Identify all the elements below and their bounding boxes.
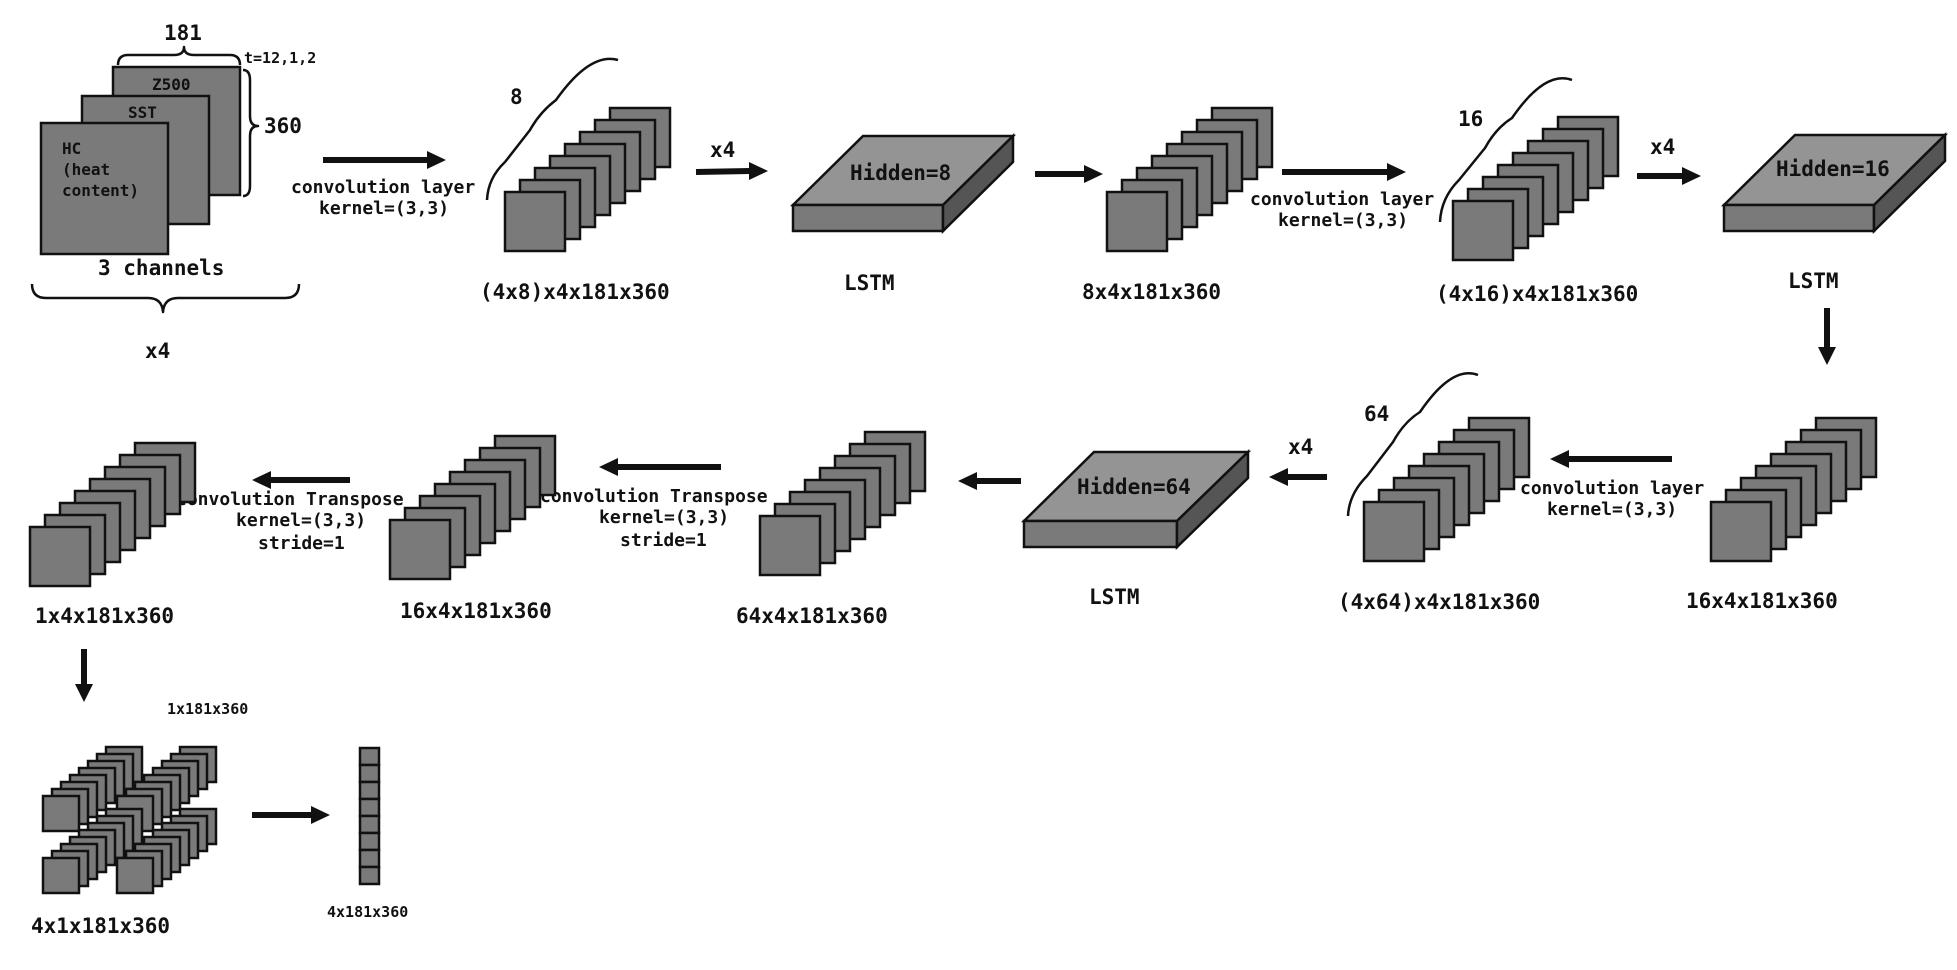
conv3-label-line2: kernel=(3,3) xyxy=(1547,499,1677,520)
time-steps-label: t=12,1,2 xyxy=(244,49,316,67)
feature-map-plate xyxy=(503,190,567,253)
feature-map-plate xyxy=(1105,190,1169,253)
stack4-dims-label: 16x4x181x360 xyxy=(1686,589,1838,613)
feature-map-stack-5 xyxy=(1362,416,1531,563)
feature-map-plate xyxy=(388,518,452,581)
arrow-lstm3-to-stack6 xyxy=(958,472,1021,490)
channel-z500-label: Z500 xyxy=(152,75,191,94)
feature-map-stack-4 xyxy=(1709,416,1878,563)
stack5-dims-label: (4x64)x4x181x360 xyxy=(1338,590,1540,614)
feature-map-stack-2 xyxy=(1105,106,1274,253)
arrow-lstm2-down xyxy=(1818,308,1836,365)
lstm1-hidden-label: Hidden=8 xyxy=(850,161,951,185)
height-brace xyxy=(242,68,260,198)
repeat2-label: x4 xyxy=(1650,135,1675,159)
channel-hc-plate xyxy=(39,121,170,256)
stack8-dims-label: 1x4x181x360 xyxy=(35,604,174,628)
input-width-label: 181 xyxy=(164,21,202,45)
feature-map-plate xyxy=(758,514,822,577)
convT2-label-line3: stride=1 xyxy=(258,533,345,554)
feature-map-plate xyxy=(1362,500,1426,563)
sub-stack-grid-top-left xyxy=(41,745,144,833)
stack7-dims-label: 16x4x181x360 xyxy=(400,599,552,623)
column-dims-label: 4x181x360 xyxy=(327,903,408,921)
convT2-label-line1: convolution Transpose xyxy=(176,489,404,510)
lstm3-label: LSTM xyxy=(1089,585,1140,609)
repeat1-label: x4 xyxy=(710,138,735,162)
lstm-block-2 xyxy=(1720,132,1949,234)
feature-map-stack-3 xyxy=(1451,115,1620,262)
channels-brace xyxy=(30,283,301,314)
lstm-block-1 xyxy=(789,133,1017,234)
feature-map-stack-7 xyxy=(388,434,557,581)
width-brace xyxy=(116,45,242,66)
stack3-count-label: 16 xyxy=(1458,107,1483,131)
sub-stack-grid-bottom-left xyxy=(41,807,144,895)
arrow-input-to-conv1 xyxy=(323,151,446,169)
conv1-label-line2: kernel=(3,3) xyxy=(319,198,449,219)
stack3-brace xyxy=(1438,77,1573,223)
output-column xyxy=(358,746,381,886)
conv3-label-line1: convolution layer xyxy=(1520,478,1704,499)
arrow-stack8-down xyxy=(75,649,93,702)
arrow-grid-to-column xyxy=(252,806,330,824)
feature-map-stack-1 xyxy=(503,106,672,253)
convT1-label-line1: convolution Transpose xyxy=(540,486,768,507)
feature-map-plate xyxy=(28,525,92,588)
feature-map-stack-6 xyxy=(758,430,927,577)
stack1-count-label: 8 xyxy=(510,85,523,109)
conv2-label-line1: convolution layer xyxy=(1250,189,1434,210)
conv2-label-line2: kernel=(3,3) xyxy=(1278,210,1408,231)
stack5-brace xyxy=(1346,372,1479,517)
grid-top-label: 1x181x360 xyxy=(167,700,248,718)
conv1-label-line1: convolution layer xyxy=(291,177,475,198)
stack5-count-label: 64 xyxy=(1364,402,1389,426)
feature-map-plate xyxy=(1451,199,1515,262)
arrow-stack4-to-conv3 xyxy=(1550,450,1672,468)
arrow-stack6-to-convT1 xyxy=(599,458,721,476)
input-repeat-label: x4 xyxy=(145,339,170,363)
arrow-stack2-to-conv2 xyxy=(1282,163,1406,181)
grid-dims-label: 4x1x181x360 xyxy=(31,914,170,938)
sub-stack-grid-bottom-right xyxy=(115,807,218,895)
arrow-stack5-to-lstm3 xyxy=(1269,468,1327,486)
stack2-dims-label: 8x4x181x360 xyxy=(1082,280,1221,304)
feature-map-plate xyxy=(41,794,81,833)
stack6-dims-label: 64x4x181x360 xyxy=(736,604,888,628)
channel-sst-label: SST xyxy=(128,103,157,122)
stack1-dims-label: (4x8)x4x181x360 xyxy=(480,280,670,304)
feature-map-plate xyxy=(115,856,155,895)
stack3-dims-label: (4x16)x4x181x360 xyxy=(1436,282,1638,306)
channel-hc-label-line2: (heat xyxy=(62,160,110,179)
convT2-label-line2: kernel=(3,3) xyxy=(236,510,366,531)
lstm-block-3 xyxy=(1020,449,1252,550)
channels-label: 3 channels xyxy=(98,256,224,280)
arrow-stack1-to-lstm1 xyxy=(695,162,768,180)
input-block: Z500 SST HC (heat content) 181 t=12,1,2 … xyxy=(30,21,316,363)
arrow-stack7-to-convT2 xyxy=(252,471,350,489)
channel-hc-label-line3: content) xyxy=(62,181,139,200)
arrow-stack3-to-lstm2 xyxy=(1637,167,1701,185)
stack1-brace xyxy=(485,57,619,201)
feature-map-stack-8 xyxy=(28,441,197,588)
feature-map-plate xyxy=(1709,500,1773,563)
lstm1-label: LSTM xyxy=(844,271,895,295)
lstm2-label: LSTM xyxy=(1788,269,1839,293)
lstm3-hidden-label: Hidden=64 xyxy=(1077,475,1191,499)
input-height-label: 360 xyxy=(264,114,302,138)
lstm2-hidden-label: Hidden=16 xyxy=(1776,157,1890,181)
arrow-lstm1-to-stack2 xyxy=(1035,165,1103,183)
convT1-label-line3: stride=1 xyxy=(620,530,707,551)
feature-map-plate xyxy=(41,856,81,895)
convT1-label-line2: kernel=(3,3) xyxy=(599,507,729,528)
channel-hc-label: HC xyxy=(62,139,81,158)
repeat3-label: x4 xyxy=(1288,435,1313,459)
